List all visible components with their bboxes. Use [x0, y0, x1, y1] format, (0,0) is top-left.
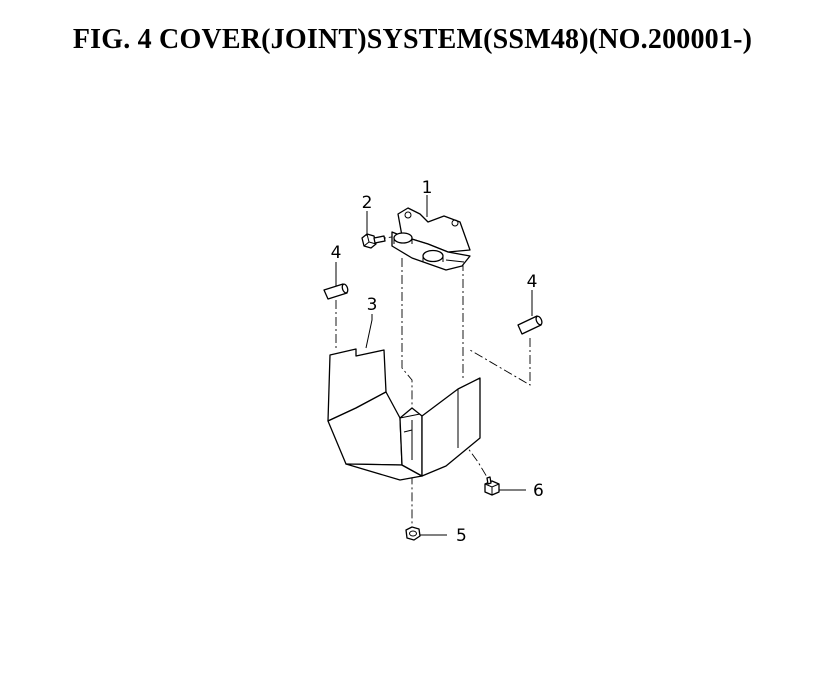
callout-6: 6 [533, 481, 544, 501]
callout-5: 5 [456, 526, 467, 546]
bolt-part-2 [361, 233, 386, 249]
nut-part-5 [405, 526, 421, 541]
pin-part-4-left [323, 283, 349, 300]
leader-lines [335, 195, 533, 536]
bolt-part-6 [484, 476, 500, 496]
figure-title: FIG. 4 COVER(JOINT)SYSTEM(SSM48)(NO.2000… [72, 24, 753, 55]
callout-2: 2 [362, 193, 373, 213]
callout-1: 1 [422, 178, 433, 198]
callout-4-left: 4 [331, 243, 342, 263]
callout-3: 3 [367, 295, 378, 315]
cover-part-3 [327, 348, 481, 481]
pin-part-4-right [517, 315, 543, 335]
bracket-part-1 [391, 207, 471, 271]
callout-4-right: 4 [527, 272, 538, 292]
assembly-lines [335, 235, 531, 526]
